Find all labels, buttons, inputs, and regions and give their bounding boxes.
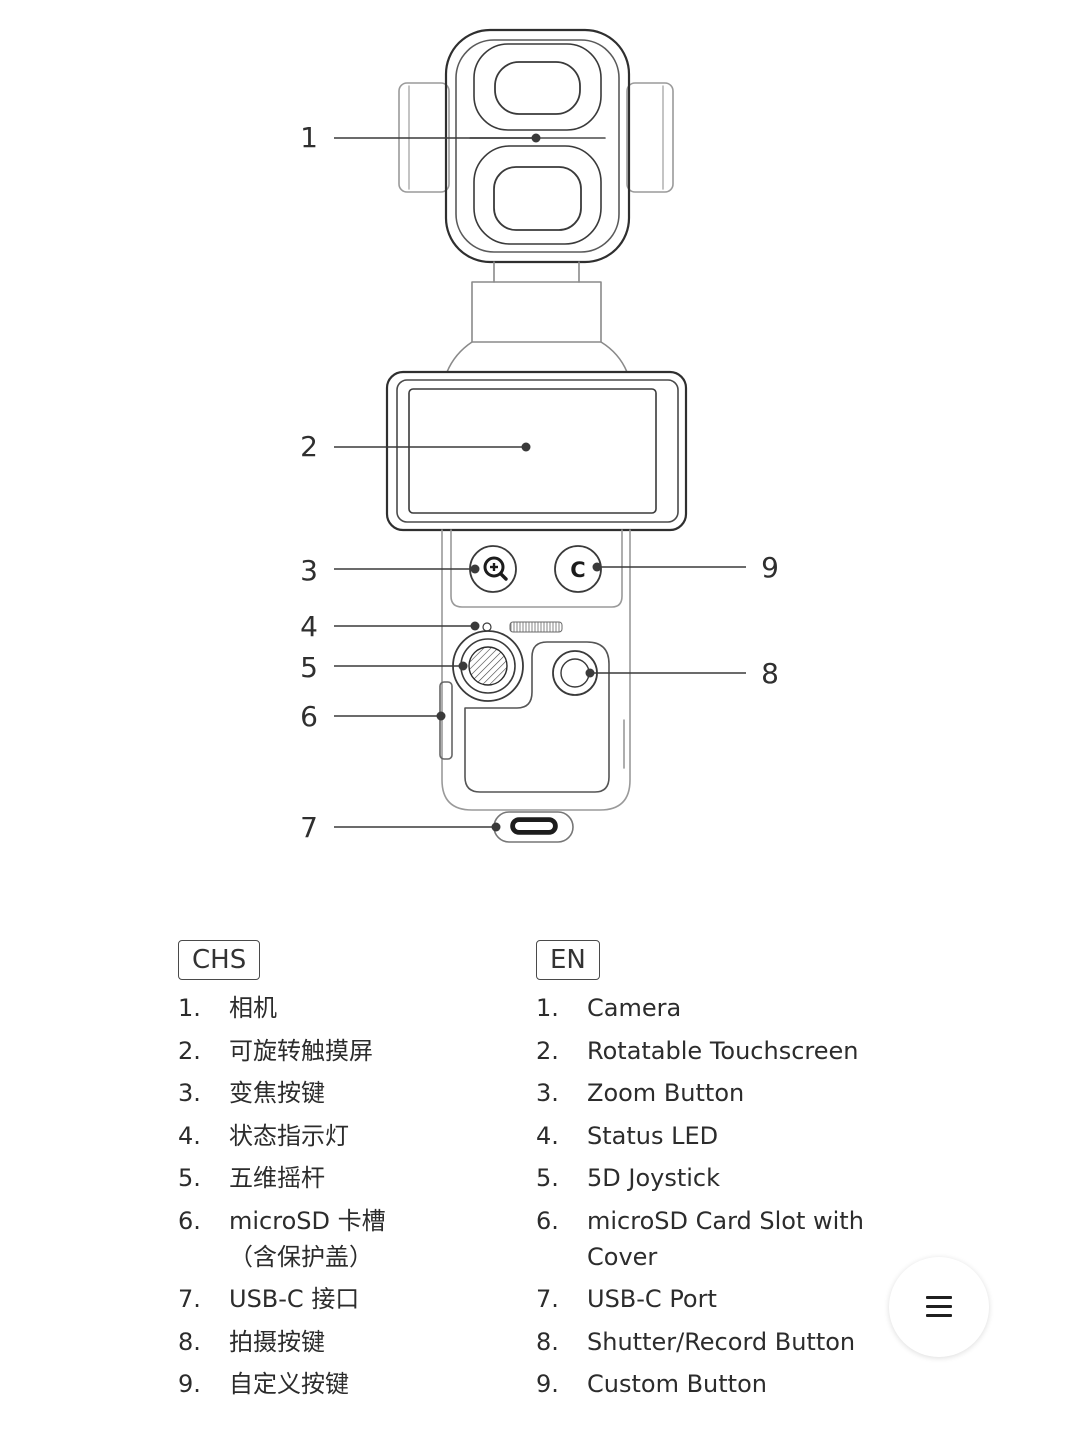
item-label: USB-C 接口 — [229, 1285, 360, 1313]
callout-number: 8 — [761, 657, 779, 690]
callout-number: 4 — [300, 610, 318, 643]
device-body — [439, 529, 631, 811]
item-label: 相机 — [229, 994, 277, 1022]
custom-button-glyph: C — [570, 558, 585, 582]
list-item: 7. USB-C Port — [536, 1281, 896, 1317]
item-number: 1. — [178, 994, 201, 1022]
callout-number: 7 — [300, 811, 318, 844]
menu-button[interactable] — [889, 1257, 989, 1357]
item-label: Shutter/Record Button — [587, 1327, 856, 1356]
item-number: 2. — [536, 1036, 559, 1065]
item-label: Status LED — [587, 1121, 719, 1150]
item-number: 1. — [536, 994, 559, 1022]
callout-number: 2 — [300, 430, 318, 463]
item-number: 4. — [536, 1121, 559, 1150]
shutter-record-button[interactable] — [552, 650, 598, 696]
item-label: Custom Button — [587, 1370, 767, 1398]
item-label: 可旋转触摸屏 — [229, 1036, 373, 1065]
item-label: USB-C Port — [587, 1285, 717, 1313]
item-label: Rotatable Touchscreen — [587, 1036, 859, 1065]
list-item: 1. Camera — [536, 990, 896, 1026]
callout-numbers: 1 2 3 4 5 6 7 8 9 — [300, 121, 779, 844]
item-number: 9. — [536, 1370, 559, 1398]
item-number: 8. — [536, 1327, 559, 1356]
callout-number: 6 — [300, 700, 318, 733]
item-label: 5D Joystick — [587, 1164, 721, 1192]
hamburger-menu-icon — [926, 1296, 952, 1318]
callout-number: 9 — [761, 551, 779, 584]
legend-chs-list: 1. 相机 2. 可旋转触摸屏 3. 变焦按键 4. 状态指示灯 5. 五维摇杆 6. mi… — [178, 990, 518, 1402]
item-label: microSD Card Slot with Cover — [587, 1206, 864, 1271]
item-label: Zoom Button — [587, 1079, 745, 1107]
zoom-button[interactable] — [469, 545, 517, 593]
item-number: 3. — [178, 1079, 201, 1107]
item-number: 5. — [536, 1164, 559, 1192]
item-number: 8. — [178, 1327, 201, 1356]
list-item: 4. 状态指示灯 — [178, 1118, 518, 1154]
item-number: 3. — [536, 1079, 559, 1107]
list-item: 3. 变焦按键 — [178, 1075, 518, 1111]
list-item: 8. 拍摄按键 — [178, 1324, 518, 1360]
list-item: 9. Custom Button — [536, 1366, 896, 1402]
gimbal-neck — [446, 261, 628, 373]
item-number: 9. — [178, 1370, 201, 1398]
item-label: 变焦按键 — [229, 1079, 325, 1107]
camera-head — [444, 28, 631, 264]
item-number: 7. — [536, 1285, 559, 1313]
usb-c-port — [493, 811, 574, 843]
item-number: 4. — [178, 1121, 201, 1150]
list-item: 6. microSD Card Slot with Cover — [536, 1203, 896, 1275]
list-item: 9. 自定义按键 — [178, 1366, 518, 1402]
touchscreen — [385, 370, 688, 532]
lang-tag-en: EN — [536, 940, 600, 980]
status-led-area — [482, 621, 563, 633]
list-item: 5. 5D Joystick — [536, 1160, 896, 1196]
callout-lines — [334, 133, 746, 832]
item-label: 拍摄按键 — [229, 1327, 325, 1356]
list-item: 2. Rotatable Touchscreen — [536, 1033, 896, 1069]
legend-en-list: 1. Camera 2. Rotatable Touchscreen 3. Zoom … — [536, 990, 896, 1402]
legend-en: EN 1. Camera 2. Rotatable Touchscreen 3. Zo… — [536, 940, 896, 1409]
item-label: Camera — [587, 994, 682, 1022]
list-item: 1. 相机 — [178, 990, 518, 1026]
joystick[interactable] — [452, 630, 524, 702]
list-item: 5. 五维摇杆 — [178, 1160, 518, 1196]
list-item: 6. microSD 卡槽 （含保护盖） — [178, 1203, 518, 1275]
callout-number: 1 — [300, 121, 318, 154]
item-number: 6. — [178, 1206, 201, 1235]
item-label: microSD 卡槽 （含保护盖） — [229, 1206, 386, 1271]
item-label: 状态指示灯 — [229, 1121, 349, 1150]
list-item: 4. Status LED — [536, 1118, 896, 1154]
callout-number: 5 — [300, 651, 318, 684]
legend-chs: CHS 1. 相机 2. 可旋转触摸屏 3. 变焦按键 4. 状态指示灯 5. 五维摇杆 … — [178, 940, 518, 1409]
list-item: 2. 可旋转触摸屏 — [178, 1033, 518, 1069]
lang-tag-chs: CHS — [178, 940, 261, 980]
item-number: 2. — [178, 1036, 201, 1065]
list-item: 8. Shutter/Record Button — [536, 1324, 896, 1360]
list-item: 3. Zoom Button — [536, 1075, 896, 1111]
item-number: 6. — [536, 1206, 559, 1235]
device-diagram: C 1 2 3 4 5 6 7 — [300, 28, 779, 844]
item-number: 7. — [178, 1285, 201, 1313]
item-label: 自定义按键 — [229, 1370, 349, 1398]
list-item: 7. USB-C 接口 — [178, 1281, 518, 1317]
item-number: 5. — [178, 1164, 201, 1192]
callout-number: 3 — [300, 554, 318, 587]
item-label: 五维摇杆 — [229, 1164, 325, 1192]
